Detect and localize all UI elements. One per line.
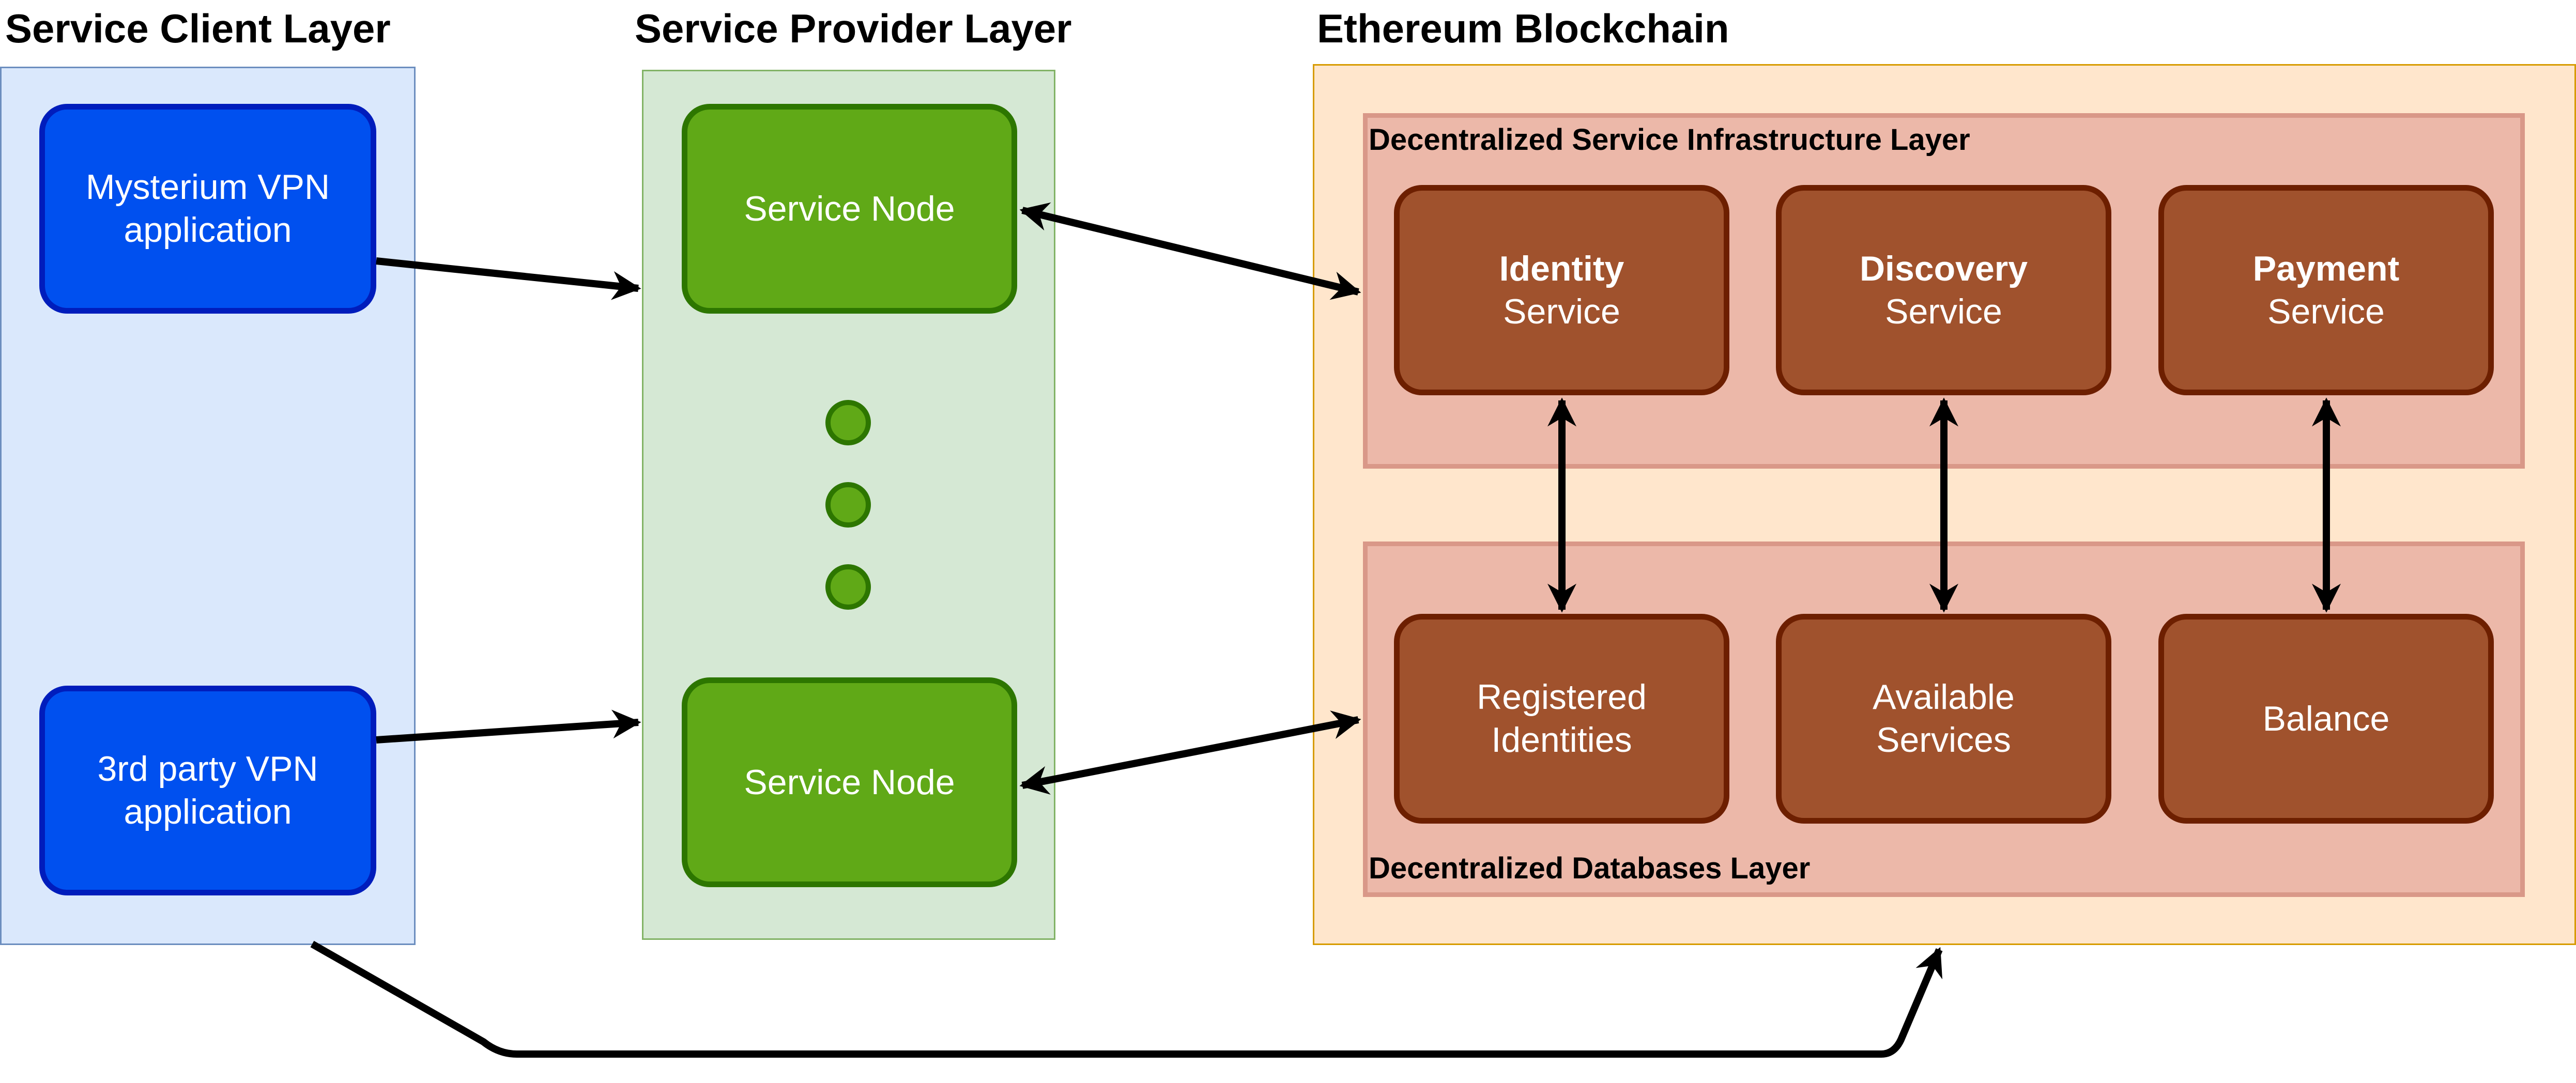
discovery-service: Discovery Service	[1776, 185, 2111, 395]
client-layer-title: Service Client Layer	[5, 6, 391, 51]
ellipsis-dot	[825, 564, 871, 610]
app-label-line2: application	[124, 210, 292, 250]
app-label-line2: application	[124, 792, 292, 831]
arrow-client-to-blockchain	[310, 940, 1943, 1058]
service-node-label: Service Node	[744, 189, 955, 228]
mysterium-vpn-app: Mysterium VPN application	[39, 104, 376, 314]
service-name: Identity	[1499, 249, 1624, 288]
databases-layer-title: Decentralized Databases Layer	[1369, 852, 1811, 885]
service-node-bottom: Service Node	[682, 677, 1017, 887]
db-label-line2: Services	[1876, 720, 2011, 760]
available-services-db: Available Services	[1776, 614, 2111, 824]
provider-layer-title: Service Provider Layer	[635, 6, 1072, 51]
db-label-line2: Identities	[1491, 720, 1632, 760]
registered-identities-db: Registered Identities	[1394, 614, 1729, 824]
third-party-vpn-app: 3rd party VPN application	[39, 686, 376, 895]
balance-db: Balance	[2158, 614, 2494, 824]
service-suffix: Service	[1503, 291, 1620, 331]
service-suffix: Service	[1885, 291, 2002, 331]
service-node-label: Service Node	[744, 762, 955, 802]
identity-service: Identity Service	[1394, 185, 1729, 395]
app-label-line1: Mysterium VPN	[85, 167, 330, 207]
service-suffix: Service	[2267, 291, 2385, 331]
ellipsis-dot	[825, 400, 871, 445]
db-label-line1: Available	[1873, 677, 2015, 717]
db-label-line1: Balance	[2262, 699, 2390, 738]
app-label-line1: 3rd party VPN	[97, 749, 318, 789]
db-label-line1: Registered	[1477, 677, 1647, 717]
service-node-top: Service Node	[682, 104, 1017, 314]
service-name: Payment	[2252, 249, 2400, 288]
arrow-node-to-registered	[1019, 710, 1361, 795]
service-name: Discovery	[1859, 249, 2028, 288]
ellipsis-dot	[825, 482, 871, 528]
payment-service: Payment Service	[2158, 185, 2494, 395]
infrastructure-layer-title: Decentralized Service Infrastructure Lay…	[1369, 123, 1970, 157]
arrow-mysterium-to-node	[376, 257, 641, 300]
arrow-thirdparty-to-node	[376, 709, 641, 744]
arrow-node-to-identity	[1019, 202, 1361, 300]
blockchain-layer-title: Ethereum Blockchain	[1317, 6, 1729, 51]
